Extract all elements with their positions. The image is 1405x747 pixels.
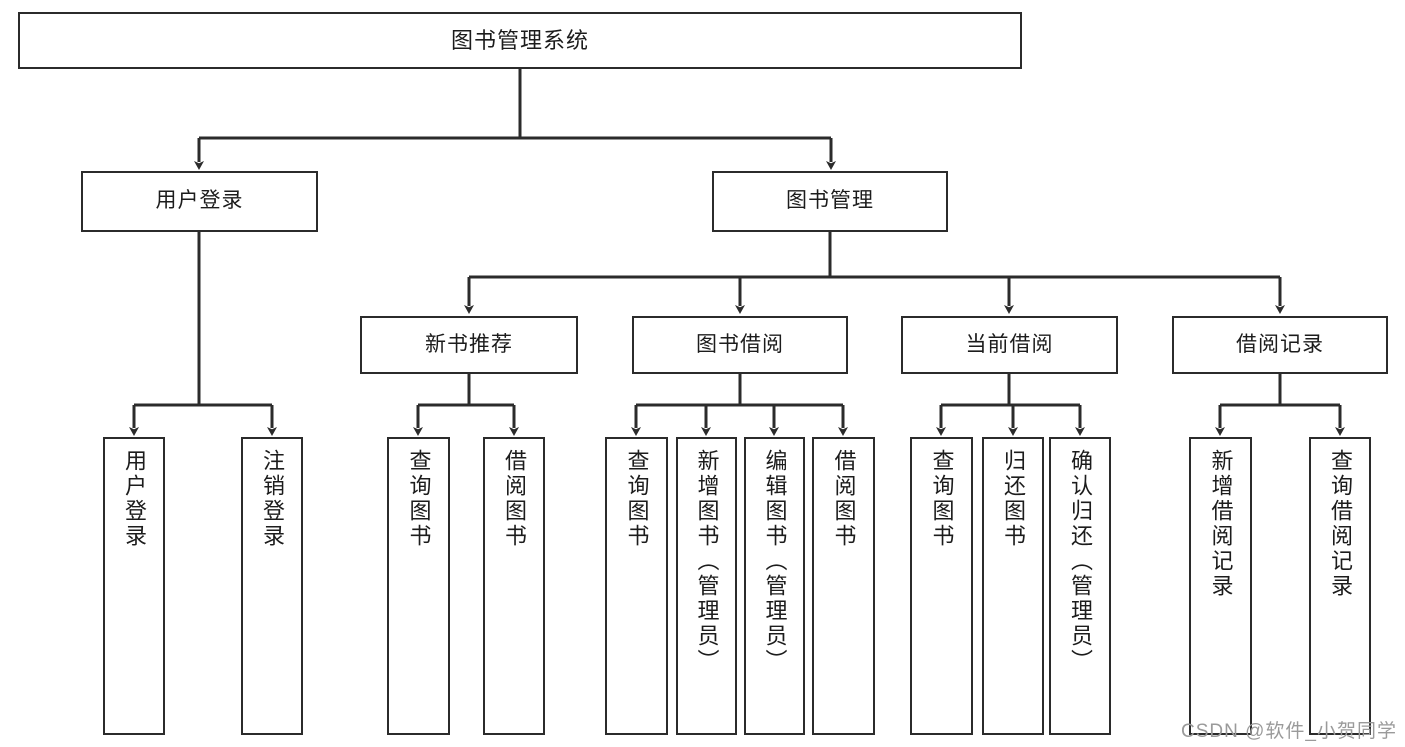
node-leaf-query-book-2[interactable]: 查询图书: [605, 437, 668, 735]
node-leaf-add-book[interactable]: 新增图书（管理员）: [676, 437, 737, 735]
node-book-manage[interactable]: 图书管理: [712, 171, 948, 232]
node-root[interactable]: 图书管理系统: [18, 12, 1022, 69]
node-leaf-add-book-label: 新增图书（管理员）: [694, 449, 720, 674]
node-leaf-borrow-book-2-label: 借阅图书: [831, 449, 857, 549]
node-leaf-edit-book-label: 编辑图书（管理员）: [762, 449, 788, 674]
node-root-label: 图书管理系统: [450, 27, 589, 53]
node-leaf-borrow-book-2[interactable]: 借阅图书: [812, 437, 875, 735]
node-book-borrow[interactable]: 图书借阅: [632, 316, 848, 374]
node-borrow-record[interactable]: 借阅记录: [1172, 316, 1388, 374]
node-leaf-user-login[interactable]: 用户登录: [103, 437, 165, 735]
node-leaf-user-login-label: 用户登录: [122, 449, 147, 549]
node-leaf-query-book-1[interactable]: 查询图书: [387, 437, 450, 735]
node-leaf-add-record[interactable]: 新增借阅记录: [1189, 437, 1252, 735]
node-leaf-edit-book[interactable]: 编辑图书（管理员）: [744, 437, 805, 735]
node-leaf-borrow-book-1[interactable]: 借阅图书: [483, 437, 545, 735]
node-leaf-return-book[interactable]: 归还图书: [982, 437, 1044, 735]
node-user-login-label: 用户登录: [155, 189, 244, 213]
node-leaf-query-book-3-label: 查询图书: [929, 449, 955, 549]
node-new-book-recommend-label: 新书推荐: [425, 332, 513, 356]
node-leaf-logout-label: 注销登录: [260, 449, 285, 549]
node-borrow-record-label: 借阅记录: [1236, 332, 1324, 356]
node-leaf-query-book-3[interactable]: 查询图书: [910, 437, 973, 735]
node-user-login[interactable]: 用户登录: [81, 171, 318, 232]
node-leaf-query-book-1-label: 查询图书: [406, 449, 432, 549]
node-leaf-query-book-2-label: 查询图书: [624, 449, 650, 549]
node-leaf-query-record[interactable]: 查询借阅记录: [1309, 437, 1371, 735]
node-leaf-confirm-return[interactable]: 确认归还（管理员）: [1049, 437, 1111, 735]
node-leaf-return-book-label: 归还图书: [1001, 449, 1026, 549]
node-leaf-borrow-book-1-label: 借阅图书: [502, 449, 527, 549]
node-book-manage-label: 图书管理: [786, 189, 874, 213]
node-leaf-query-record-label: 查询借阅记录: [1328, 449, 1353, 599]
node-current-borrow-label: 当前借阅: [965, 332, 1054, 356]
node-leaf-add-record-label: 新增借阅记录: [1208, 449, 1234, 599]
node-leaf-logout[interactable]: 注销登录: [241, 437, 303, 735]
node-leaf-confirm-return-label: 确认归还（管理员）: [1068, 449, 1093, 674]
node-current-borrow[interactable]: 当前借阅: [901, 316, 1118, 374]
node-book-borrow-label: 图书借阅: [696, 332, 784, 356]
node-new-book-recommend[interactable]: 新书推荐: [360, 316, 578, 374]
